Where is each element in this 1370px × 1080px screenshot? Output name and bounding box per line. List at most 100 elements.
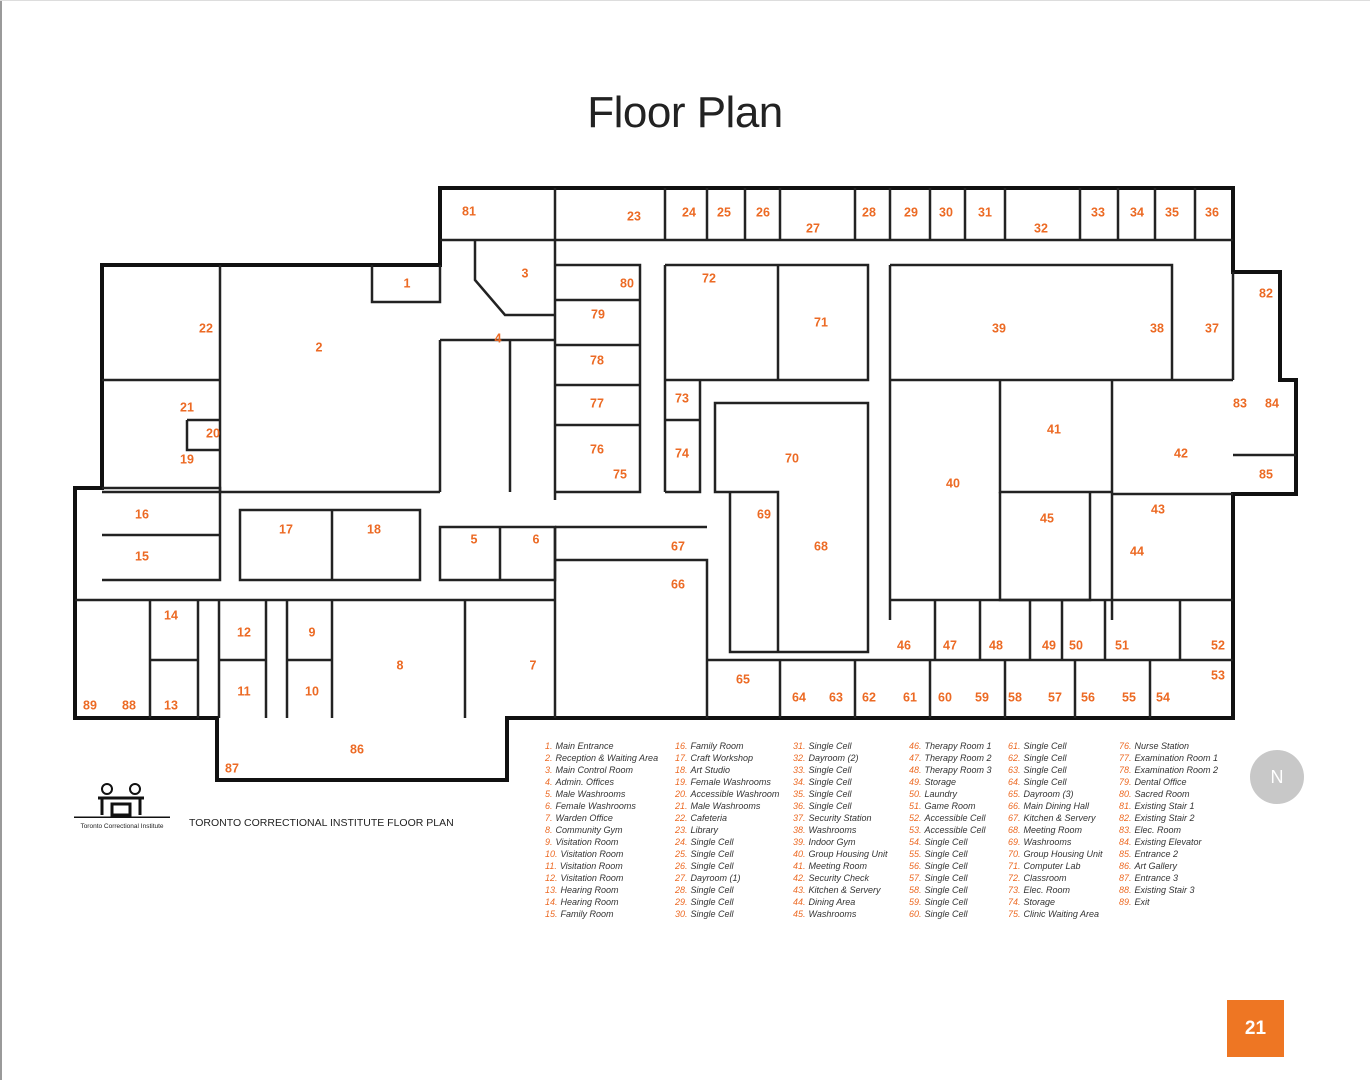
room-number-label: 53 [1211, 668, 1225, 682]
room-number-label: 26 [756, 205, 770, 219]
legend-number: 28. [675, 885, 688, 895]
room-number-label: 72 [702, 271, 716, 285]
legend-item: 83.Elec. Room [1119, 824, 1218, 836]
legend-item: 54.Single Cell [909, 836, 992, 848]
legend-number: 26. [675, 861, 688, 871]
legend-item: 80.Sacred Room [1119, 788, 1218, 800]
legend-room-name: Existing Elevator [1134, 837, 1202, 847]
north-arrow-icon: N [1250, 750, 1304, 804]
legend-item: 4.Admin. Offices [545, 776, 658, 788]
legend-number: 13. [545, 885, 558, 895]
legend-room-name: Elec. Room [1134, 825, 1182, 835]
room-number-label: 6 [533, 532, 540, 546]
legend-room-name: Single Cell [924, 909, 968, 919]
legend-room-name: Storage [924, 777, 957, 787]
legend-room-name: Existing Stair 3 [1134, 885, 1195, 895]
legend-item: 20.Accessible Washroom [675, 788, 779, 800]
legend-room-name: Single Cell [690, 861, 734, 871]
legend-room-name: Game Room [924, 801, 976, 811]
legend-number: 66. [1008, 801, 1021, 811]
legend-item: 38.Washrooms [793, 824, 888, 836]
legend-item: 58.Single Cell [909, 884, 992, 896]
legend-number: 3. [545, 765, 553, 775]
legend-item: 62.Single Cell [1008, 752, 1103, 764]
legend-room-name: Single Cell [808, 741, 852, 751]
legend-item: 44.Dining Area [793, 896, 888, 908]
legend-room-name: Single Cell [808, 765, 852, 775]
room-number-label: 1 [404, 276, 411, 290]
room-number-label: 45 [1040, 511, 1054, 525]
legend-number: 15. [545, 909, 558, 919]
plan-caption: TORONTO CORRECTIONAL INSTITUTE FLOOR PLA… [189, 817, 454, 829]
legend-room-name: Entrance 2 [1134, 849, 1179, 859]
legend-number: 61. [1008, 741, 1021, 751]
legend-room-name: Main Control Room [555, 765, 634, 775]
room-number-label: 37 [1205, 321, 1219, 335]
legend-number: 68. [1008, 825, 1021, 835]
room-number-label: 22 [199, 321, 213, 335]
legend-item: 70.Group Housing Unit [1008, 848, 1103, 860]
legend-item: 45.Washrooms [793, 908, 888, 920]
legend-item: 49.Storage [909, 776, 992, 788]
legend-number: 79. [1119, 777, 1132, 787]
room-number-label: 85 [1259, 467, 1273, 481]
room-number-label: 86 [350, 742, 364, 756]
room-number-label: 21 [180, 400, 194, 414]
legend-number: 67. [1008, 813, 1021, 823]
legend-number: 18. [675, 765, 688, 775]
legend-room-name: Cafeteria [690, 813, 728, 823]
room-number-label: 43 [1151, 502, 1165, 516]
legend-item: 72.Classroom [1008, 872, 1103, 884]
legend-number: 19. [675, 777, 688, 787]
legend-room-name: Single Cell [924, 885, 968, 895]
room-number-label: 88 [122, 698, 136, 712]
legend-item: 12.Visitation Room [545, 872, 658, 884]
legend-item: 51.Game Room [909, 800, 992, 812]
legend-room-name: Warden Office [555, 813, 613, 823]
room-number-label: 30 [939, 205, 953, 219]
legend-item: 67.Kitchen & Servery [1008, 812, 1103, 824]
legend-number: 71. [1008, 861, 1021, 871]
room-number-label: 68 [814, 539, 828, 553]
legend-room-name: Elec. Room [1023, 885, 1071, 895]
legend-room-name: Therapy Room 1 [924, 741, 992, 751]
legend-number: 83. [1119, 825, 1132, 835]
legend-number: 84. [1119, 837, 1132, 847]
legend-number: 12. [545, 873, 558, 883]
room-number-label: 62 [862, 690, 876, 704]
legend-item: 56.Single Cell [909, 860, 992, 872]
legend-number: 4. [545, 777, 553, 787]
legend-number: 20. [675, 789, 688, 799]
legend-number: 9. [545, 837, 553, 847]
legend-number: 76. [1119, 741, 1132, 751]
legend-room-name: Hearing Room [560, 897, 619, 907]
legend-room-name: Single Cell [690, 849, 734, 859]
legend-room-name: Existing Stair 2 [1134, 813, 1195, 823]
legend-room-name: Main Entrance [555, 741, 614, 751]
legend-room-name: Male Washrooms [690, 801, 761, 811]
legend-item: 79.Dental Office [1119, 776, 1218, 788]
legend-room-name: Existing Stair 1 [1134, 801, 1195, 811]
legend-room-name: Dining Area [808, 897, 856, 907]
legend-item: 19.Female Washrooms [675, 776, 779, 788]
room-number-label: 8 [397, 658, 404, 672]
legend-room-name: Single Cell [690, 837, 734, 847]
room-number-label: 36 [1205, 205, 1219, 219]
legend-number: 82. [1119, 813, 1132, 823]
legend-number: 78. [1119, 765, 1132, 775]
room-number-label: 61 [903, 690, 917, 704]
legend-room-name: Meeting Room [1023, 825, 1083, 835]
legend-number: 46. [909, 741, 922, 751]
legend-room-name: Group Housing Unit [808, 849, 888, 859]
legend-item: 55.Single Cell [909, 848, 992, 860]
legend-room-name: Art Gallery [1134, 861, 1178, 871]
legend-room-name: Single Cell [690, 909, 734, 919]
legend-item: 31.Single Cell [793, 740, 888, 752]
legend-item: 22.Cafeteria [675, 812, 779, 824]
room-number-label: 35 [1165, 205, 1179, 219]
legend-item: 88.Existing Stair 3 [1119, 884, 1218, 896]
